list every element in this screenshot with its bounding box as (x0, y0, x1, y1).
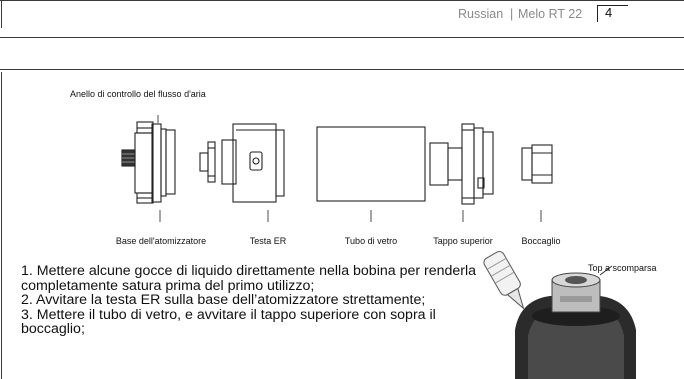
part-label-drip-tip: Boccaglio (521, 236, 560, 246)
er-head-drawing (199, 123, 285, 203)
header-language: Russian (458, 7, 504, 21)
instruction-step-2: 2. Avvitare la testa ER sulla base dell’… (21, 292, 426, 309)
part-label-glass-tube: Tubo di vetro (345, 236, 397, 246)
section-rule (0, 69, 684, 70)
header-model: Melo RT 22 (518, 7, 583, 21)
header-separator: | (510, 7, 514, 21)
header-rule-top (0, 0, 684, 1)
left-margin-line (1, 0, 2, 28)
part-label-top-cap: Tappo superior (433, 236, 493, 246)
left-margin-line-lower (1, 72, 2, 379)
glass-tube-drawing (316, 126, 426, 202)
top-fill-illustration (483, 251, 636, 379)
instruction-step-1: 1. Mettere alcune gocce di liquido diret… (21, 263, 477, 294)
instructions-list: 1. Mettere alcune gocce di liquido diret… (21, 264, 481, 337)
instruction-step-3: 3. Mettere il tubo di vetro, e avvitare … (21, 306, 436, 338)
top-cap-drawing (429, 123, 494, 205)
drip-tip-drawing (521, 144, 553, 184)
page-number: 4 (605, 5, 613, 20)
page-number-box (597, 5, 628, 22)
part-label-base: Base dell'atomizzatore (116, 236, 206, 246)
top-fill-label: Top a scomparsa (588, 263, 657, 273)
header-rule-bottom (0, 37, 684, 38)
airflow-ring-label: Anello di controllo del flusso d'aria (70, 89, 206, 99)
part-label-er-head: Testa ER (250, 236, 287, 246)
atomizer-base-drawing (121, 121, 176, 204)
